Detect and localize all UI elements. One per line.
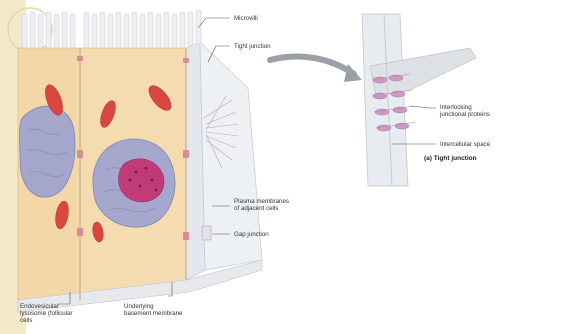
- label-plasma-membranes-1: Plasma membranes: [234, 198, 289, 205]
- label-tight-junction: Tight junction: [234, 43, 271, 50]
- label-gap-junction: Gap junction: [234, 231, 269, 238]
- curved-arrow: [270, 56, 354, 74]
- caption-tight-junction: (a) Tight junction: [424, 155, 477, 162]
- label-plasma-membranes-2: of adjacent cells: [234, 205, 278, 212]
- nucleus-left: [20, 106, 76, 197]
- label-microvilli: Microvilli: [234, 15, 258, 22]
- epithelial-cells: [18, 10, 262, 312]
- label-interlocking-1: Interlocking: [440, 104, 472, 111]
- label-endosomes-3: cells: [20, 317, 32, 324]
- label-basement-1: Underlying: [124, 303, 154, 310]
- gap-junction-marker: [202, 226, 211, 240]
- label-endosomes-1: Endovesicular: [20, 303, 59, 310]
- label-interlocking-2: junctional proteins: [440, 111, 490, 118]
- label-basement-2: basement membrane: [124, 310, 182, 317]
- label-endosomes-2: lysosome (follicular: [20, 310, 73, 317]
- label-intercellular-space: Intercellular space: [440, 141, 490, 148]
- microvilli: [22, 10, 201, 48]
